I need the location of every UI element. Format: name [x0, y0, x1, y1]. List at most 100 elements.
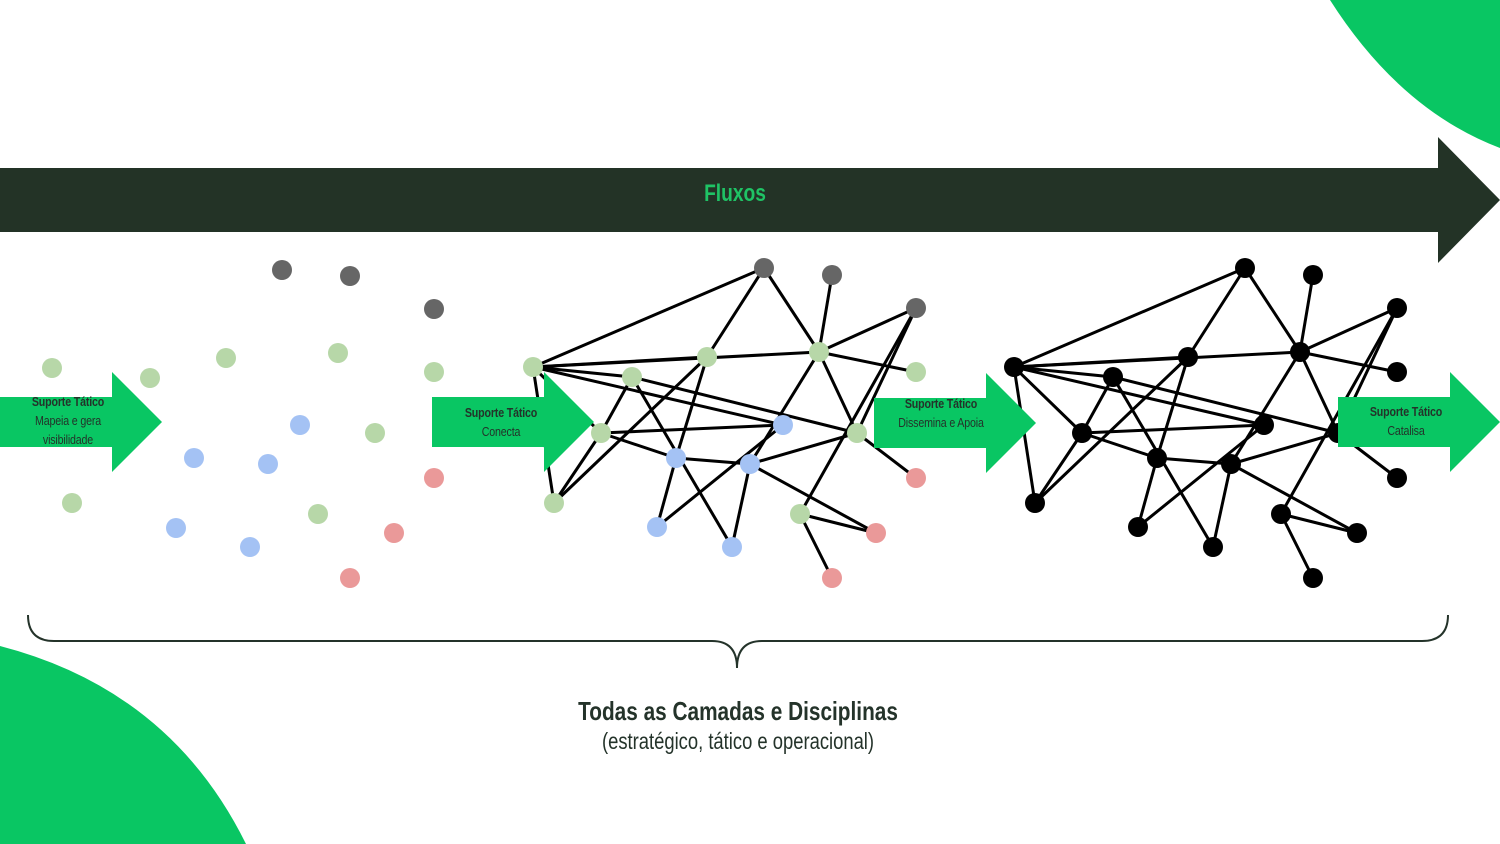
edge [1279, 513, 1315, 579]
edge [655, 457, 678, 528]
stage-arrow-1 [0, 372, 162, 472]
node [1004, 357, 1024, 377]
colored-network-nodes [523, 258, 926, 588]
node [906, 468, 926, 488]
node [1103, 367, 1123, 387]
node [809, 342, 829, 362]
node [822, 265, 842, 285]
edge [705, 267, 766, 358]
curly-brace [27, 614, 1449, 669]
edge [1033, 432, 1084, 504]
node [906, 298, 926, 318]
edge [1013, 365, 1114, 379]
edge [532, 365, 633, 379]
node [1203, 537, 1223, 557]
stage-label-4: Suporte Tático Catalisa [1357, 402, 1455, 440]
scattered-nodes [42, 260, 444, 588]
edge [1136, 457, 1159, 528]
edge [1081, 423, 1265, 435]
edge [1230, 431, 1339, 466]
edge [674, 356, 709, 459]
edge [600, 423, 784, 435]
node [1303, 568, 1323, 588]
edge [631, 375, 858, 435]
node [666, 448, 686, 468]
node [42, 358, 62, 378]
edge [532, 266, 765, 369]
edge [748, 351, 821, 465]
node [866, 523, 886, 543]
edge [762, 267, 821, 353]
node [328, 343, 348, 363]
node [340, 568, 360, 588]
edge [1280, 512, 1358, 535]
edge [1112, 375, 1339, 435]
node [140, 368, 160, 388]
edge [817, 274, 834, 353]
edge [1012, 365, 1084, 435]
edge [1298, 351, 1340, 434]
node [740, 454, 760, 474]
node [847, 423, 867, 443]
corner-blob-top-right [1330, 0, 1500, 148]
node [1303, 265, 1323, 285]
edge [1013, 355, 1189, 369]
edge [1243, 267, 1302, 353]
node [1347, 523, 1367, 543]
stage-title: Suporte Tático [1369, 404, 1443, 419]
stage-text: Dissemina e Apoia [898, 415, 984, 430]
node [622, 367, 642, 387]
edge [552, 355, 709, 505]
node [384, 523, 404, 543]
fluxos-arrow [0, 137, 1500, 263]
edge [1155, 356, 1190, 459]
node [424, 468, 444, 488]
node [1147, 448, 1167, 468]
banner-title: Fluxos [704, 180, 766, 207]
edge [1137, 423, 1265, 529]
node [240, 537, 260, 557]
edge [1211, 463, 1233, 548]
edge [798, 307, 918, 515]
footer-title: Todas as Camadas e Disciplinas [578, 696, 898, 726]
node [1271, 504, 1291, 524]
stage-title: Suporte Tático [31, 394, 105, 409]
node [1387, 362, 1407, 382]
edge [656, 423, 784, 529]
stage-label-1: Suporte Tático Mapeia e gera visibilidad… [19, 392, 117, 449]
edge [599, 376, 634, 434]
stage-arrow-2 [432, 372, 594, 472]
black-network-nodes [1004, 258, 1407, 588]
edge [1012, 366, 1037, 504]
edge [749, 462, 877, 535]
node [790, 504, 810, 524]
stage-label-3: Suporte Tático Dissemina e Apoia [892, 394, 990, 432]
edge [1230, 462, 1358, 535]
node [906, 362, 926, 382]
stage-arrow-3 [874, 373, 1036, 473]
node [1290, 342, 1310, 362]
node [591, 423, 611, 443]
node [62, 493, 82, 513]
node [822, 568, 842, 588]
stage-arrow-4 [1338, 372, 1500, 472]
black-network-edges [1012, 266, 1399, 579]
edge [1299, 306, 1398, 354]
node [1254, 415, 1274, 435]
node [166, 518, 186, 538]
node [697, 347, 717, 367]
stage-label-2: Suporte Tático Conecta [452, 403, 550, 441]
node [1221, 454, 1241, 474]
node [773, 415, 793, 435]
stage-text: Catalisa [1387, 423, 1425, 438]
node [216, 348, 236, 368]
edge [798, 513, 834, 579]
edge [1013, 365, 1265, 427]
edge [532, 355, 708, 369]
edge [749, 431, 858, 466]
node [523, 357, 543, 377]
node [1387, 298, 1407, 318]
edge [855, 307, 918, 434]
node [1235, 258, 1255, 278]
